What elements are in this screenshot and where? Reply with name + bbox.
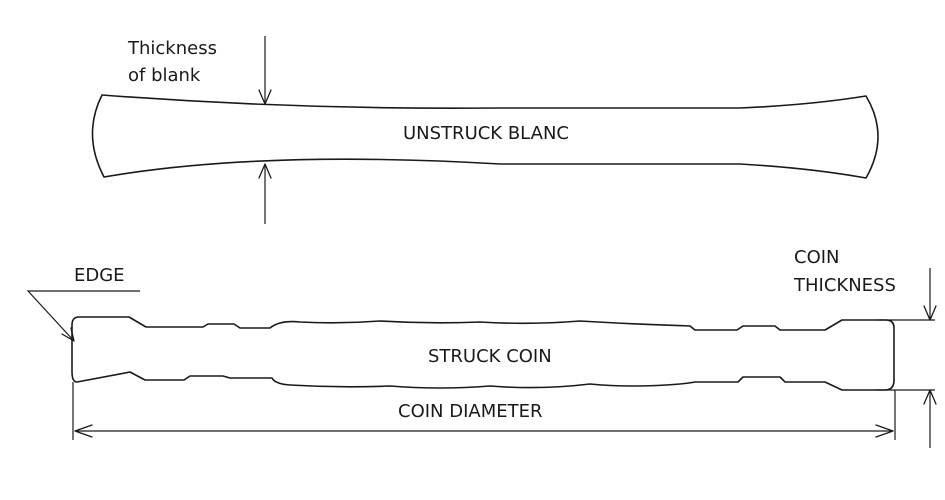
blank-thickness-top-arrowhead: [258, 89, 272, 105]
unstruck-blank-label: UNSTRUCK BLANC: [403, 123, 569, 144]
edge-label: EDGE: [74, 265, 125, 286]
coin-diameter-left-arrowhead: [74, 424, 93, 438]
struck-coin-outline: [71, 316, 895, 391]
coin-thickness-label-line1: COIN: [794, 247, 840, 268]
coin-diameter-right-arrowhead: [875, 424, 894, 438]
unstruck-blank-outline: [91, 94, 879, 179]
edge-leader-line: [26, 290, 140, 342]
edge-arrowhead: [61, 327, 75, 342]
coin-thickness-top-arrowhead: [923, 305, 937, 321]
thickness-of-blank-label-line1: Thickness: [127, 38, 217, 59]
coin-diameter-label: COIN DIAMETER: [398, 401, 543, 422]
coin-thickness-label-line2: THICKNESS: [793, 275, 896, 296]
thickness-of-blank-label-line2: of blank: [128, 65, 201, 86]
blank-thickness-bottom-arrowhead: [258, 163, 272, 179]
struck-coin-label: STRUCK COIN: [428, 346, 552, 367]
coin-thickness-bottom-arrowhead: [923, 389, 937, 405]
